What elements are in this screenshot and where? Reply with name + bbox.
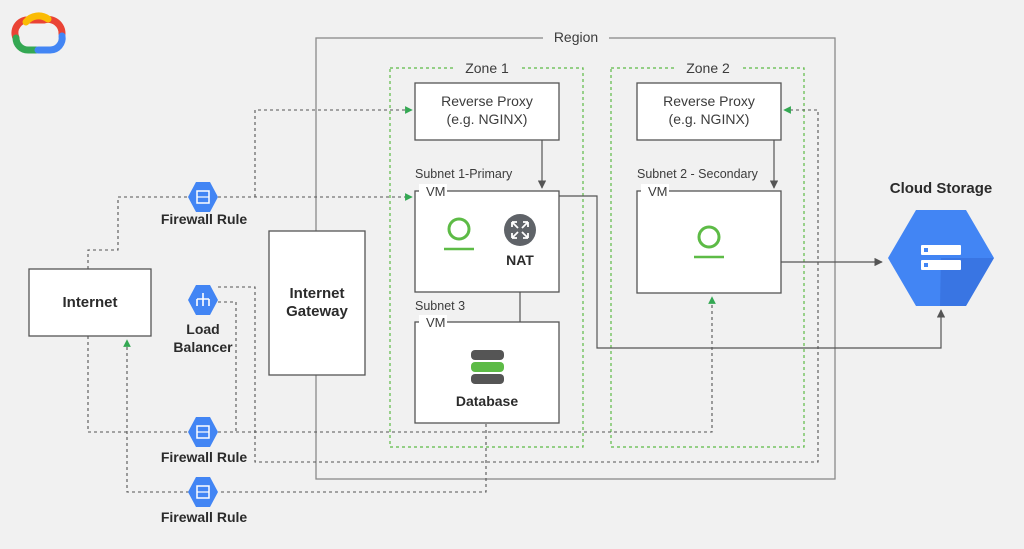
reverse-proxy-2-line2: (e.g. NGINX): [669, 111, 750, 127]
zone-2-label: Zone 2: [686, 60, 730, 76]
internet-label: Internet: [62, 294, 117, 311]
nat-label: NAT: [506, 252, 534, 268]
reverse-proxy-1-line2: (e.g. NGINX): [447, 111, 528, 127]
cloud-storage-label: Cloud Storage: [890, 180, 993, 197]
subnet-3-label: Subnet 3: [415, 299, 465, 313]
subnet-1-label: Subnet 1-Primary: [415, 167, 513, 181]
nat-icon: [504, 214, 536, 246]
load-balancer-icon: [188, 285, 218, 315]
connector-internet-proxy1: [87, 110, 412, 269]
gateway-label-line2: Gateway: [286, 303, 348, 320]
internet-box: [28, 268, 152, 337]
connector-db-internet: [127, 340, 487, 493]
load-balancer-line1: Load: [186, 321, 219, 337]
cloud-storage-icon: [888, 210, 994, 306]
subnet-2-label: Subnet 2 - Secondary: [637, 167, 759, 181]
reverse-proxy-1-box: [414, 82, 560, 141]
gateway-label-line1: Internet: [289, 285, 344, 302]
vm-subnet-1-box: [414, 190, 560, 293]
firewall-rule-label-1: Firewall Rule: [161, 211, 248, 227]
google-cloud-logo: [11, 12, 66, 54]
database-icon: [471, 350, 504, 384]
firewall-icon: [188, 182, 218, 212]
reverse-proxy-1-line1: Reverse Proxy: [441, 93, 533, 109]
zone-1-label: Zone 1: [465, 60, 509, 76]
firewall-rule-label-3: Firewall Rule: [161, 509, 248, 525]
vm-instance-icon: [694, 225, 724, 259]
firewall-icon: [188, 417, 218, 447]
vm-instance-icon: [444, 217, 474, 251]
load-balancer-line2: Balancer: [173, 339, 233, 355]
internet-gateway-box: [268, 230, 366, 376]
reverse-proxy-2-line1: Reverse Proxy: [663, 93, 755, 109]
connector-lb-proxy2: [218, 106, 819, 463]
reverse-proxy-2-box: [636, 82, 782, 141]
vm-subnet-2-label: VM: [648, 184, 668, 199]
firewall-rule-label-2: Firewall Rule: [161, 449, 248, 465]
connector-internet-subnet2: [87, 297, 712, 433]
vm-subnet-1-label: VM: [426, 184, 446, 199]
vm-subnet-2-box: [636, 190, 782, 294]
firewall-icon: [188, 477, 218, 507]
vm-subnet-3-label: VM: [426, 315, 446, 330]
region-label: Region: [554, 29, 598, 45]
database-label: Database: [456, 393, 518, 409]
vm-subnet-3-box: [414, 321, 560, 424]
connector-vm1-storage: [559, 195, 946, 349]
